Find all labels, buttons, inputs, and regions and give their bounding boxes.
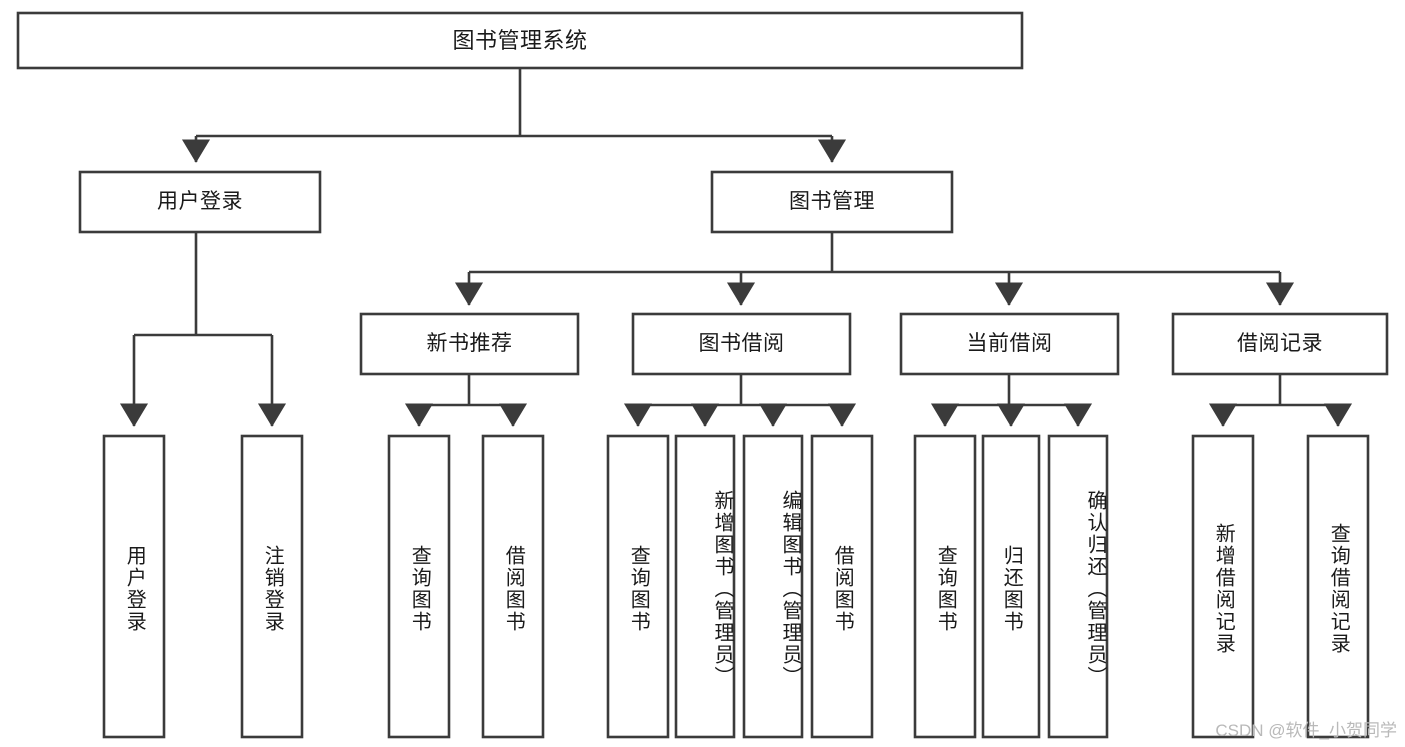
node-box-borrow-record[interactable] [1171,312,1389,376]
node-box-leaf-query-book-3[interactable] [913,434,977,739]
node-box-leaf-borrow-book-2[interactable] [810,434,874,739]
node-box-user-login[interactable] [78,170,322,234]
node-box-book-management[interactable] [710,170,954,234]
node-box-current-borrow[interactable] [899,312,1120,376]
node-box-leaf-query-book-1[interactable] [387,434,451,739]
node-box-leaf-query-book-2[interactable] [606,434,670,739]
node-box-root[interactable] [16,11,1024,70]
node-box-leaf-borrow-book-1[interactable] [481,434,545,739]
node-box-new-book-recommend[interactable] [359,312,580,376]
node-box-leaf-confirm-return[interactable] [1047,434,1109,739]
node-box-leaf-user-login[interactable] [102,434,166,739]
node-box-leaf-query-record[interactable] [1306,434,1370,739]
node-box-leaf-edit-book[interactable] [742,434,804,739]
node-box-book-borrow[interactable] [631,312,852,376]
node-box-leaf-add-record[interactable] [1191,434,1255,739]
node-box-leaf-return-book[interactable] [981,434,1041,739]
node-box-leaf-logout[interactable] [240,434,304,739]
node-box-leaf-add-book[interactable] [674,434,736,739]
